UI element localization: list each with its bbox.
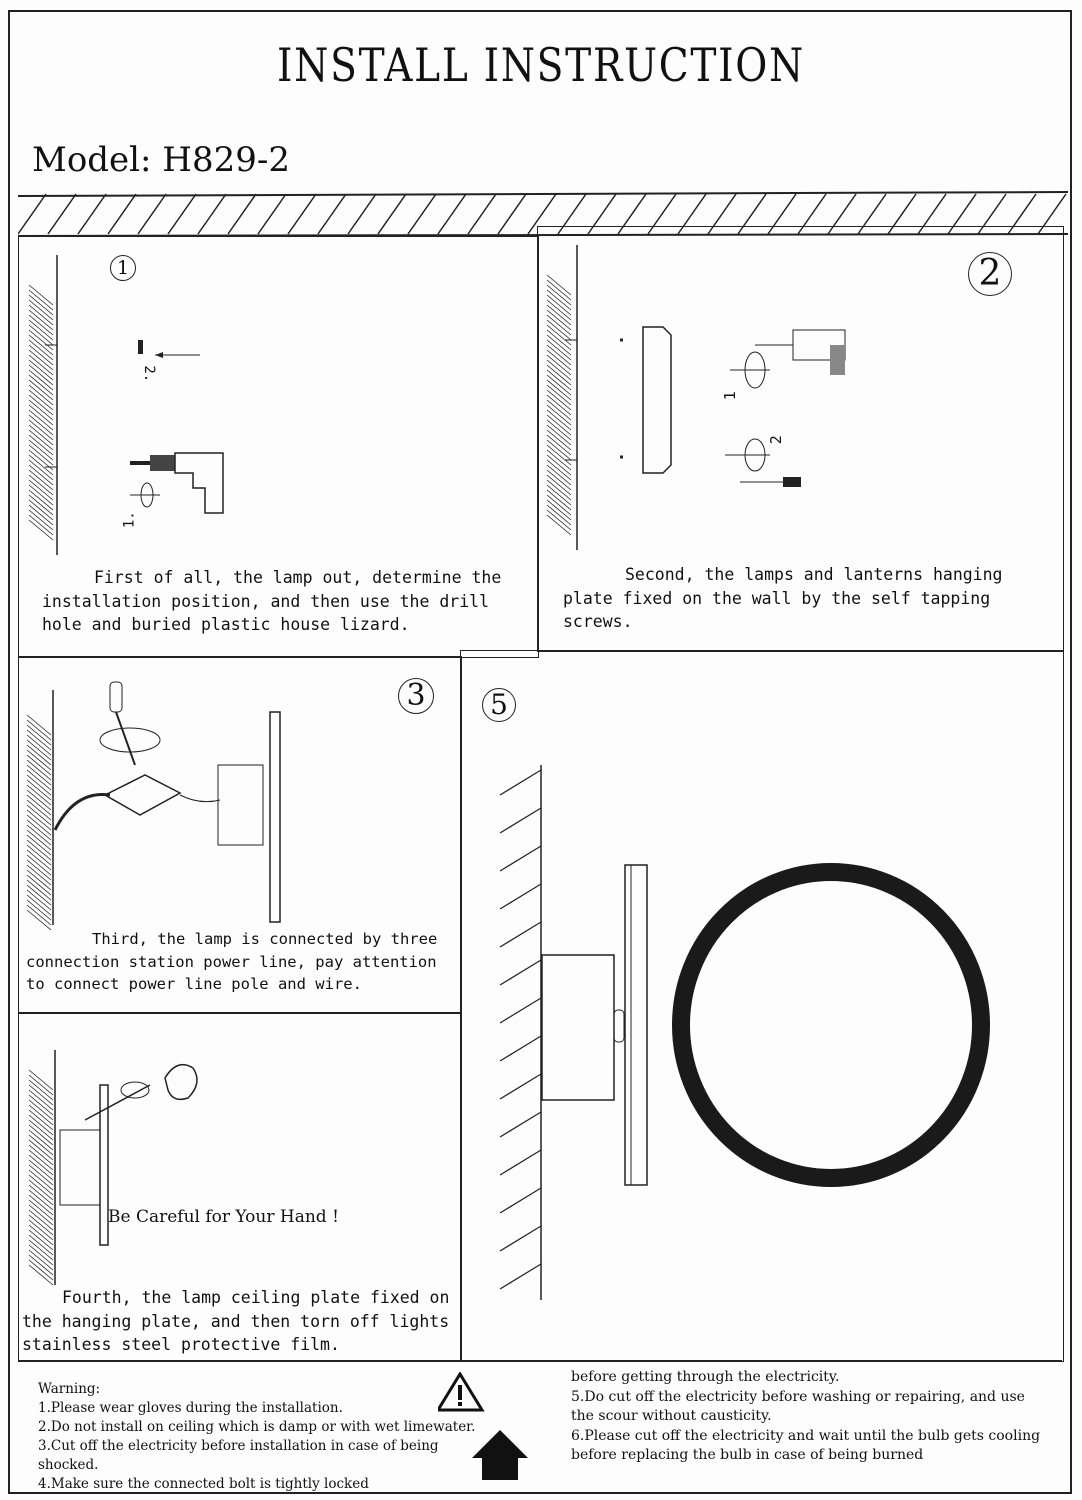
step-2-label-1: 1: [720, 391, 739, 401]
warning-item-2: 2.Do not install on ceiling which is dam…: [38, 1419, 476, 1435]
warning-item-6: 6.Please cut off the electricity and wai…: [571, 1427, 1041, 1464]
panel-step-3: [18, 656, 462, 1014]
step-3-wiring-diagram: [26, 681, 281, 930]
step-number-3: 3: [398, 678, 434, 714]
panel-step-1: [18, 236, 539, 658]
step-1-text: First of all, the lamp out, determine th…: [42, 568, 502, 634]
warning-section: [18, 1360, 1062, 1490]
warning-right-column: before getting through the electricity. …: [571, 1368, 1041, 1466]
step-1-label-1: 1.: [121, 511, 138, 529]
warning-item-3: 3.Cut off the electricity before install…: [38, 1438, 439, 1473]
step-3-text: Third, the lamp is connected by three co…: [26, 930, 438, 993]
warning-triangle-icon: [438, 1372, 485, 1412]
warning-item-1: 1.Please wear gloves during the installa…: [38, 1400, 343, 1416]
step-5-installed-lamp-diagram: [499, 765, 990, 1300]
step-2-text: Second, the lamps and lanterns hanging p…: [563, 565, 1003, 631]
up-arrow-icon: [472, 1430, 528, 1480]
step-4-text: Fourth, the lamp ceiling plate fixed on …: [22, 1288, 450, 1354]
step-2-hanging-plate-diagram: [546, 245, 846, 550]
ceiling-hatch-band: [18, 191, 1068, 237]
step-2-label-2: 2: [766, 435, 785, 445]
caution-text: Be Careful for Your Hand !: [108, 1207, 339, 1227]
page-title: INSTALL INSTRUCTION: [277, 38, 805, 92]
warning-item-5: 5.Do cut off the electricity before wash…: [571, 1388, 1025, 1425]
warning-heading: Warning:: [38, 1381, 101, 1397]
warning-icons: [438, 1372, 528, 1480]
step-number-1: 1: [110, 255, 136, 281]
step-1-drill-diagram: [28, 255, 224, 555]
panel-step-2: [537, 226, 1064, 652]
model-number: Model: H829-2: [32, 140, 290, 180]
outer-border: [8, 10, 1072, 1494]
step-number-2: 2: [968, 252, 1012, 296]
warning-item-4: 4.Make sure the connected bolt is tightl…: [38, 1476, 369, 1492]
step-1-label-2: 2.: [141, 365, 158, 383]
warning-item-4-continued: before getting through the electricity.: [571, 1369, 840, 1385]
warning-left-column: Warning: 1.Please wear gloves during the…: [38, 1380, 558, 1494]
step-number-5: 5: [482, 688, 516, 722]
step-4-ceiling-plate-diagram: [28, 1050, 198, 1286]
